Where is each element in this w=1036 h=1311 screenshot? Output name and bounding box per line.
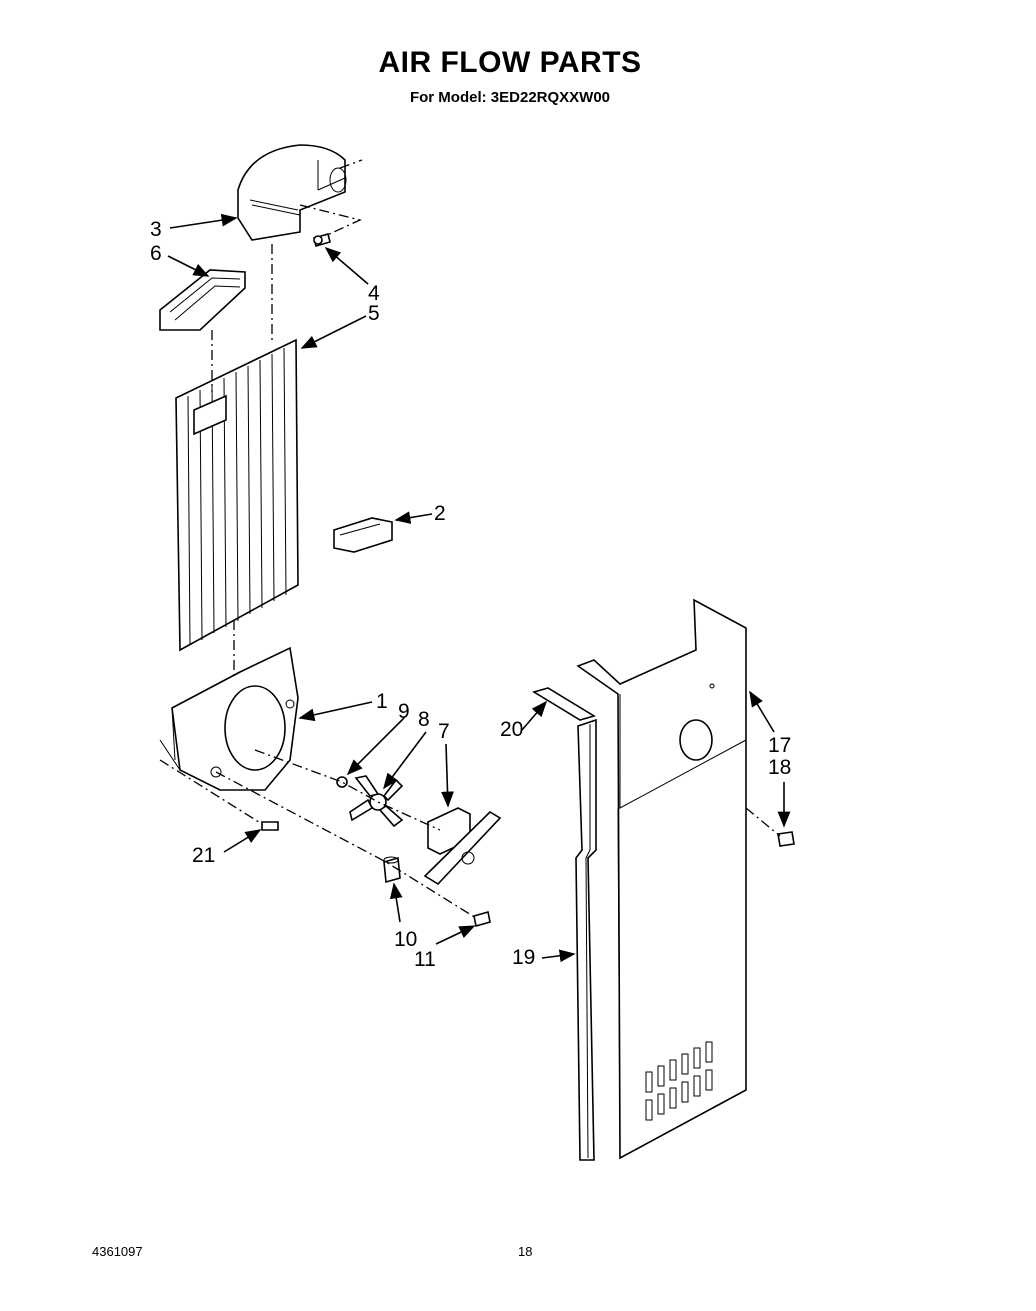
screw-part-4 [313,233,331,247]
callout-18: 18 [768,756,791,779]
fan-blade-part-8 [349,775,404,828]
callout-21: 21 [192,844,215,867]
evaporator-cover-panel [175,338,299,652]
fan-shroud [159,646,299,791]
callout-labels: 3 6 4 5 2 1 9 8 7 21 10 11 17 18 19 20 [150,218,791,971]
screw-part-18 [777,831,795,847]
callout-9: 9 [398,700,410,723]
callout-10: 10 [394,928,417,951]
callout-7: 7 [438,720,450,743]
assembly-lines [159,159,781,919]
callout-17: 17 [768,734,791,757]
nut-part-9 [336,776,348,788]
screw-part-11 [473,910,491,928]
callout-1: 1 [376,690,388,713]
bracket-part-2 [333,517,393,553]
channel-strip-part-19 [575,718,597,1161]
callout-4: 4 [368,282,380,305]
model-subtitle: For Model: 3ED22RQXXW00 [409,89,611,106]
fan-motor-part-7 [423,807,502,886]
callout-2: 2 [434,502,446,525]
page-title: AIR FLOW PARTS [378,46,642,79]
air-duct-cover [237,144,347,241]
callout-20: 20 [500,718,523,741]
callout-8: 8 [418,708,430,731]
callout-6: 6 [150,242,162,265]
callout-3: 3 [150,218,162,241]
callout-leaders [167,213,791,963]
back-panel-part-17 [576,598,747,1160]
grille-part-6 [159,269,246,331]
callout-11: 11 [414,948,436,971]
page-number: 18 [518,1244,533,1259]
callout-19: 19 [512,946,535,969]
screw-part-21 [261,821,279,831]
callout-5: 5 [368,302,380,325]
document-number: 4361097 [92,1244,143,1259]
strip-part-20 [532,687,596,721]
